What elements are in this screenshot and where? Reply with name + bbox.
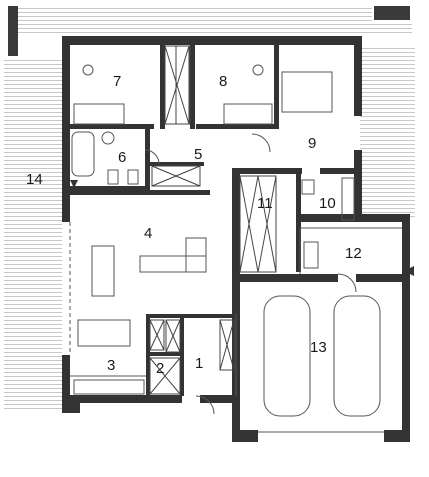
toilet-10 [301,179,315,195]
chair-8 [252,64,264,76]
wall-bed8-right [274,45,279,129]
wall-bed7-bottom [70,124,154,129]
washbasin [101,131,115,145]
boiler-12 [303,241,319,269]
wall-11-top [232,168,302,174]
room-label-2: 2 [156,360,164,377]
sofa [139,255,207,273]
wall-right-mid [354,150,362,222]
wall-hall-base [70,190,210,195]
entry-markers [70,180,414,276]
wall-room1-top [146,314,236,318]
wall-top [62,36,362,45]
bed-7 [73,103,125,125]
room-labels: 1 2 3 4 5 6 7 8 9 10 11 12 13 14 [26,73,362,377]
wall-bottom-2 [200,395,240,403]
room-label-11: 11 [257,195,273,212]
room-label-1: 1 [195,355,203,372]
wall-bottom [62,395,182,403]
wall-bottom-3 [62,395,80,413]
wall-garage-top [232,274,338,282]
car-right [333,295,381,417]
door-arc-12 [337,273,357,293]
room-label-3: 3 [107,357,115,374]
wall-left [62,36,70,222]
terrace-left [4,60,62,410]
room-label-6: 6 [118,149,126,166]
wall-bed-divider-2 [190,45,195,129]
room-label-5: 5 [194,146,202,163]
wall-bed-divider [160,45,165,129]
wall-garage-corner-l [232,430,258,442]
shower-10 [341,177,355,221]
room-label-4: 4 [144,225,152,242]
kitchen-counter [73,379,145,395]
wall-room2-mid [146,352,182,356]
room-label-8: 8 [219,73,227,90]
wall-bed8-bottom [196,124,278,129]
chair-7 [82,64,94,76]
bathtub [71,131,95,177]
room-label-7: 7 [113,73,121,90]
wall-right-upper [354,36,362,116]
wardrobe-2 [149,357,181,395]
wardrobes [149,45,277,395]
door-arc-6 [144,149,160,165]
room-label-14: 14 [26,171,43,188]
wall-garage-right [402,214,410,442]
wardrobe-3 [149,319,165,351]
wall-10-right [296,174,301,272]
toilet-6 [107,169,119,185]
room-label-10: 10 [319,195,336,212]
terrace-decking [4,6,415,410]
bed-8 [223,103,273,125]
wardrobe-8 [175,45,191,125]
wardrobe-1 [165,319,181,353]
room-label-13: 13 [310,339,327,356]
wall-garage-corner-r [384,430,410,442]
dining-table [91,245,115,297]
wall-11-left [232,170,240,278]
walls [62,36,410,442]
car-left [263,295,311,417]
wall-10-top [320,168,362,174]
wall-bath-bottom [70,186,150,191]
entry-arrow-right [404,266,414,276]
door-arc-9 [251,133,271,153]
wall-left-lower [62,355,70,399]
room-label-9: 9 [308,135,316,152]
wardrobe-1b [219,319,235,371]
wardrobe-hall [151,165,201,187]
wall-garage-top-2 [356,274,410,282]
terrace-right [360,48,415,218]
door-arc-1 [195,395,215,415]
furniture [71,64,384,433]
terrace-top-left-post [8,6,18,56]
terrace-top [18,6,412,36]
entry-arrow-left [70,180,78,188]
terrace-top-right-block [374,6,410,20]
wardrobe-11 [239,175,277,273]
wall-hall-storage [150,162,204,166]
bidet-6 [127,169,139,185]
bed-9 [281,71,333,113]
interior-lines [69,222,402,396]
room-label-12: 12 [345,245,362,262]
wall-bath-right [145,129,150,189]
kitchen-island [77,319,131,347]
wall-right-step [300,214,410,222]
sofa-arm [185,237,207,273]
